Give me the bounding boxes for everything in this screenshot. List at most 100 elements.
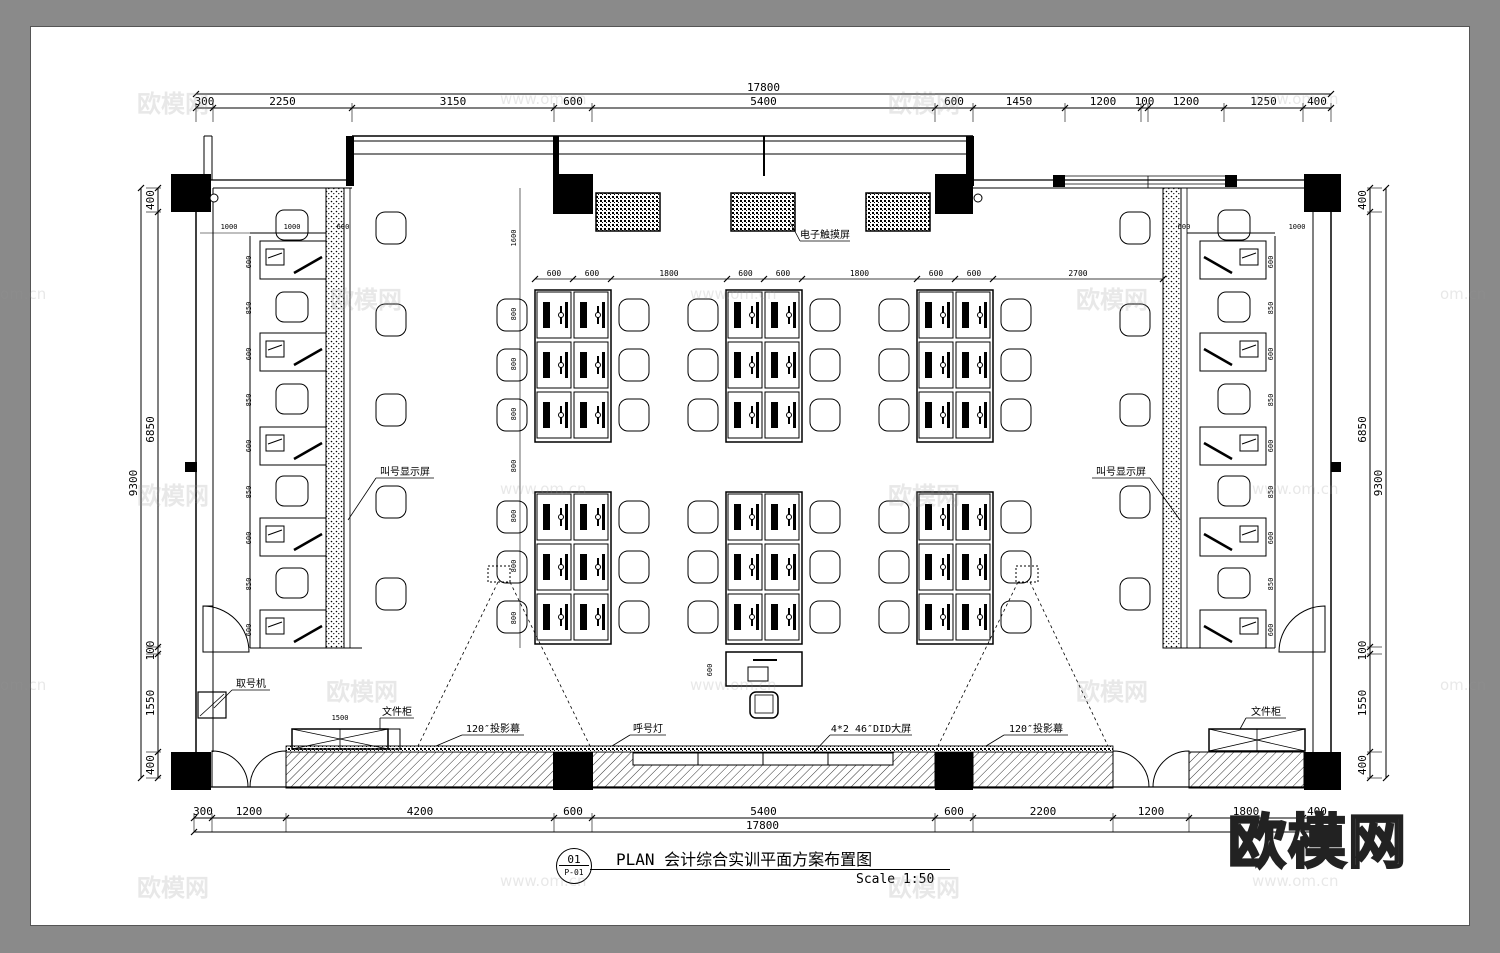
label-projector-right: 120″投影幕 (1009, 722, 1063, 735)
teacher-chair-seat (754, 694, 774, 714)
monitor-icon (771, 504, 778, 530)
cable-icon (984, 554, 987, 580)
dim-right-label: 100 (1356, 641, 1369, 661)
door-swing (1112, 750, 1150, 788)
desk-cell (536, 341, 572, 389)
mouse-icon (595, 514, 601, 520)
monitor-icon (925, 402, 932, 428)
desk-cell (918, 291, 954, 339)
dim-right-label: 400 (1356, 190, 1369, 210)
chair-side-right (1217, 209, 1251, 241)
chair-strip-right (1119, 577, 1151, 611)
cable-icon (947, 604, 950, 630)
cable-icon (793, 302, 796, 328)
desk-cell (536, 391, 572, 439)
dim-top-label: 5400 (750, 95, 777, 108)
mouse-icon (940, 614, 946, 620)
monitor-icon (543, 504, 550, 530)
chair (1000, 348, 1032, 382)
dim-bottom-label: 400 (1307, 805, 1327, 818)
dim-small: 800 (510, 560, 518, 573)
mouse-icon (977, 564, 983, 570)
desk-cell (536, 543, 572, 591)
monitor-icon (771, 402, 778, 428)
dim-small: 600 (245, 624, 253, 637)
dim-top-label: 100 (1135, 95, 1155, 108)
dim-small: 600 (1267, 624, 1275, 637)
chair (878, 600, 910, 634)
desk-cell (955, 593, 991, 641)
workstation-left (259, 517, 327, 557)
desk-cell (573, 291, 609, 339)
column-s1 (553, 752, 593, 790)
desk-cell (573, 391, 609, 439)
cable-icon (602, 504, 605, 530)
mouse-icon (786, 362, 792, 368)
cable-icon (602, 402, 605, 428)
desk-cell (573, 593, 609, 641)
chair (687, 298, 719, 332)
cable-icon (756, 352, 759, 378)
dim-bottom-label: 4200 (407, 805, 434, 818)
dim-small: 600 (245, 256, 253, 269)
cabinet-end (387, 728, 401, 750)
dim-small: 850 (1267, 302, 1275, 315)
dim-bottom-label: 1800 (1233, 805, 1260, 818)
cable-icon (756, 554, 759, 580)
mouse-icon (977, 514, 983, 520)
cable-icon (565, 554, 568, 580)
dim-tick (1382, 774, 1390, 782)
inner-dim-label: 600 (585, 269, 600, 278)
mouse-icon (595, 412, 601, 418)
chair-strip-right (1119, 303, 1151, 337)
chair-side-right (1217, 567, 1251, 599)
mouse-icon (558, 362, 564, 368)
chair-strip-left (375, 485, 407, 519)
watermark-url: www.om.cn (1252, 872, 1339, 890)
chair (687, 600, 719, 634)
door-swing (249, 750, 287, 788)
label-cabinet-left: 文件柜 (382, 705, 412, 718)
desk-cell (727, 543, 763, 591)
workstation-right (1199, 332, 1267, 372)
workstation-right (1199, 240, 1267, 280)
ticket-machine-mark (199, 693, 225, 717)
column-se (1304, 752, 1341, 790)
dim-bottom-label: 5400 (750, 805, 777, 818)
inner-dim-label: 600 (776, 269, 791, 278)
door-swing (211, 750, 249, 788)
monitor-icon (771, 302, 778, 328)
monitor-icon (580, 554, 587, 580)
chair (687, 348, 719, 382)
dim-bottom-label: 300 (193, 805, 213, 818)
mouse-icon (940, 564, 946, 570)
mouse-icon (786, 514, 792, 520)
mouse-icon (977, 614, 983, 620)
pc-icon-right (1239, 617, 1259, 635)
workstation-left (259, 609, 327, 649)
desk-cell (955, 291, 991, 339)
keyboard-left (293, 532, 323, 552)
monitor-icon (925, 504, 932, 530)
chair (618, 500, 650, 534)
workstation-right (1199, 426, 1267, 466)
mullion (763, 136, 765, 176)
teacher-chair (749, 691, 779, 719)
monitor-icon (543, 352, 550, 378)
projector-left (487, 565, 511, 583)
workstation-left (259, 426, 327, 466)
dim-small: 800 (510, 612, 518, 625)
workstation-left (259, 240, 327, 280)
label-display-right: 叫号显示屏 (1096, 466, 1146, 478)
chair-side-right (1217, 475, 1251, 507)
monitor-icon (771, 554, 778, 580)
mullion (553, 136, 559, 186)
mouse-icon (595, 362, 601, 368)
cable-icon (756, 604, 759, 630)
desk-cell (573, 493, 609, 541)
monitor-icon (925, 352, 932, 378)
mouse-icon (977, 412, 983, 418)
dim-small: 600 (245, 532, 253, 545)
watermark-url: om.cn (0, 676, 47, 694)
